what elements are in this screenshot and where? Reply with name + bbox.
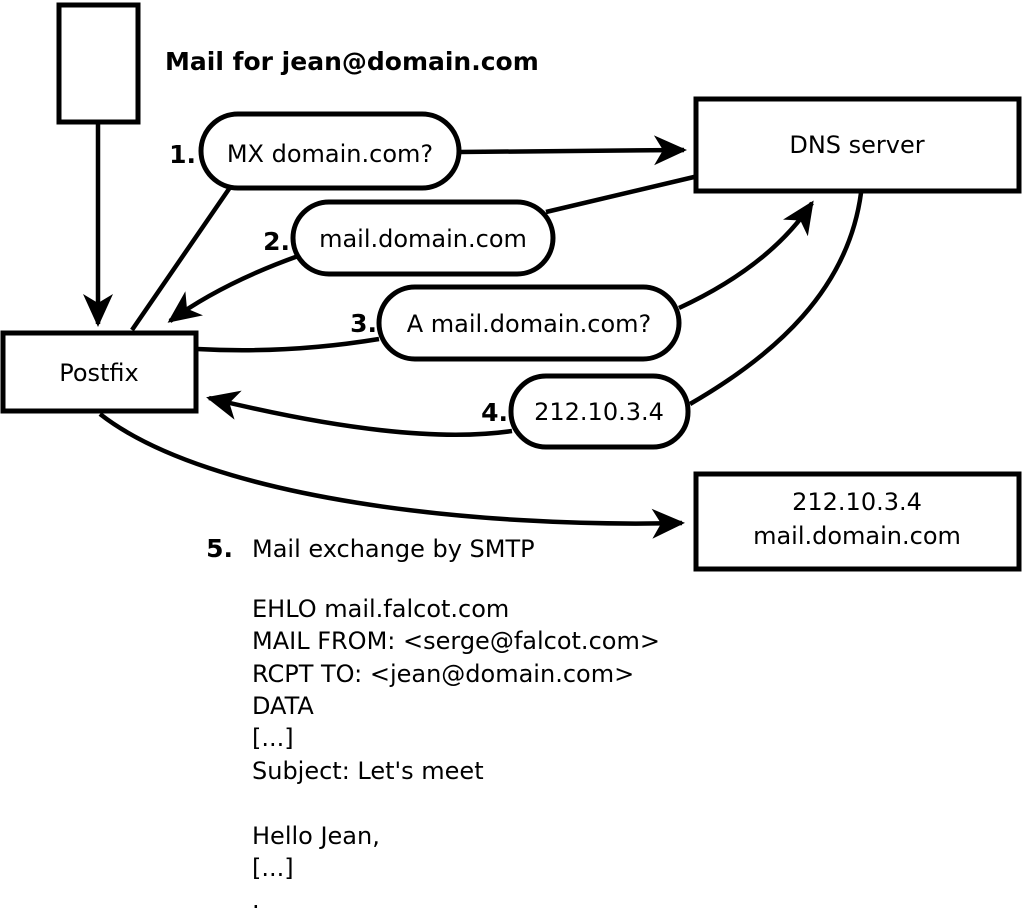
postfix-box (0, 330, 199, 414)
arrow-query-1-to-dns (458, 135, 687, 166)
line-postfix-to-query-3 (196, 336, 380, 353)
dns-server-box (693, 96, 1022, 194)
query-3-label: A mail.domain.com? (407, 310, 652, 338)
arrow-answer-2-to-postfix (167, 252, 302, 323)
smtp-line: DATA (252, 692, 314, 720)
smtp-line: Subject: Let's meet (252, 757, 484, 785)
mail-server-host-label: mail.domain.com (753, 522, 961, 550)
answer-4-pill (508, 373, 691, 450)
line-postfix-to-query-1 (130, 184, 233, 332)
answer-2-label: mail.domain.com (319, 225, 527, 253)
smtp-line: Hello Jean, (252, 822, 380, 850)
smtp-line: [...] (252, 854, 294, 882)
mail-server-ip-label: 212.10.3.4 (792, 488, 922, 516)
line-dns-to-answer-2 (545, 174, 695, 215)
mail-envelope-box (56, 2, 141, 125)
smtp-line: RCPT TO: <jean@domain.com> (252, 660, 634, 688)
query-1-pill (198, 111, 462, 191)
step-3-number: 3. (350, 309, 377, 338)
answer-4-label: 212.10.3.4 (534, 398, 664, 426)
query-1-label: MX domain.com? (227, 140, 433, 168)
dns-server-label: DNS server (789, 131, 924, 159)
smtp-transcript: EHLO mail.falcot.com MAIL FROM: <serge@f… (252, 595, 660, 914)
smtp-line: [...] (252, 724, 294, 752)
step-1-number: 1. (169, 140, 196, 169)
arrow-smtp-to-mail-server (98, 412, 685, 539)
step-2-number: 2. (263, 227, 290, 256)
step-4-number: 4. (481, 398, 508, 427)
diagram-title: Mail for jean@domain.com (165, 47, 539, 76)
arrow-answer-4-to-postfix (206, 390, 513, 437)
mail-server-box (693, 471, 1022, 572)
arrow-query-3-to-dns (678, 200, 814, 311)
answer-2-pill (290, 199, 556, 277)
smtp-line: . (252, 886, 260, 914)
smtp-line: EHLO mail.falcot.com (252, 595, 509, 623)
query-3-pill (376, 284, 682, 362)
postfix-label: Postfix (59, 359, 139, 387)
smtp-line: MAIL FROM: <serge@falcot.com> (252, 627, 660, 655)
line-dns-to-answer-4 (688, 192, 864, 406)
step-5-number: 5. (206, 534, 233, 563)
step-5-label: Mail exchange by SMTP (252, 535, 535, 563)
